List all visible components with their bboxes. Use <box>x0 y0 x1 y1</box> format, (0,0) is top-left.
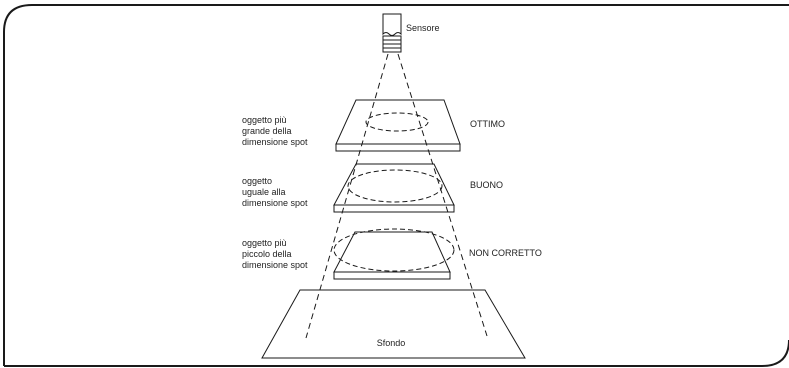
spot-ellipse-smaller <box>333 228 455 272</box>
level-3-description: oggetto più piccolo della dimensione spo… <box>242 238 308 270</box>
level-1-description: oggetto più grande della dimensione spot <box>242 115 308 147</box>
level-1-rating: OTTIMO <box>470 119 505 129</box>
object-plate-smaller <box>333 231 451 280</box>
object-plate-larger <box>335 99 461 152</box>
spot-ellipse-larger <box>365 112 429 132</box>
background-label: Sfondo <box>377 338 406 348</box>
spot-ellipse-equal <box>347 169 443 203</box>
level-3-rating: NON CORRETTO <box>469 248 542 258</box>
background-plane <box>261 289 526 359</box>
sensor-label: Sensore <box>406 23 440 33</box>
sensor-icon <box>382 13 402 53</box>
level-2-rating: BUONO <box>470 180 503 190</box>
object-plate-equal <box>333 163 455 213</box>
level-2-description: oggetto uguale alla dimensione spot <box>242 176 308 208</box>
